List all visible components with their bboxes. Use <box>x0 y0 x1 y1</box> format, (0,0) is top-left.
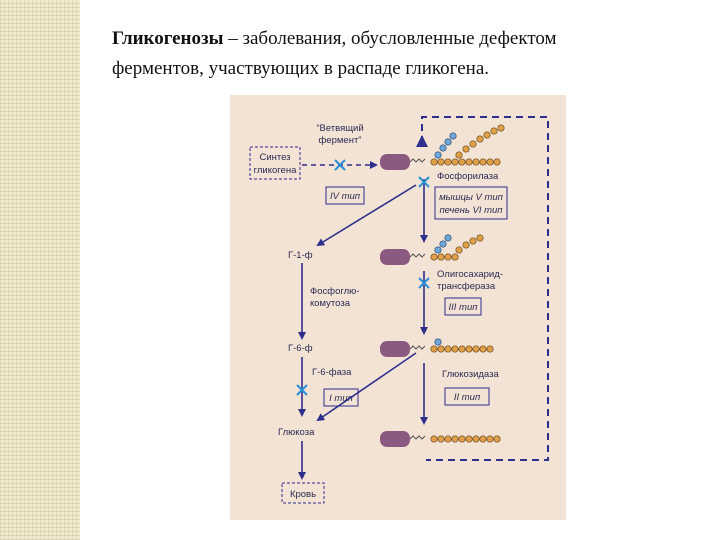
type-i-box <box>323 388 359 407</box>
recycle-loop-arrow <box>421 116 549 461</box>
branching-enzyme-label-1: “Ветвящий <box>316 123 363 134</box>
type-iii-label: III тип <box>449 302 479 313</box>
g6p-label: Г-6-ф <box>288 343 313 354</box>
phosphorylase-label: Фосфорилаза <box>437 171 499 182</box>
phosphoglucomutase-label-1: Фосфоглю- <box>310 286 359 297</box>
heading-definition: – заболевания, обусловленные дефектом фе… <box>112 28 557 79</box>
glucosidase-label: Глюкозидаза <box>442 369 499 380</box>
type-iv-box <box>325 186 365 205</box>
heading-term: Гликогенозы <box>112 28 224 49</box>
block-cross-phosphorylase <box>418 176 430 188</box>
branching-enzyme-label-2: фермент” <box>319 135 362 146</box>
synthesis-label-2: гликогена <box>254 165 297 176</box>
slide-heading: Гликогенозы – заболевания, обусловленные… <box>112 24 612 84</box>
type-ii-label: II тип <box>454 392 481 403</box>
glycogen-molecule-3 <box>380 338 494 357</box>
diagram-svg: Синтез гликогена “Ветвящий фермент” IV т… <box>249 116 549 504</box>
g1p-arrow <box>316 184 417 247</box>
muscle-type-v-label: мышцы V тип <box>439 192 504 203</box>
glycogen-molecule-1 <box>380 124 505 170</box>
phosphoglucomutase-label-2: комутоза <box>310 298 351 309</box>
liver-type-vi-label: печень VI тип <box>439 205 503 216</box>
blood-box <box>281 482 325 504</box>
block-cross-g6phosphatase <box>296 384 308 396</box>
glycogen-metabolism-diagram: Синтез гликогена “Ветвящий фермент” IV т… <box>230 95 566 520</box>
type-iv-label: IV тип <box>330 191 361 202</box>
type-iii-box <box>444 297 482 316</box>
transferase-label-2: трансфераза <box>437 281 496 292</box>
glucose-label: Глюкоза <box>278 427 315 438</box>
type-i-label: I тип <box>329 393 353 404</box>
g6phosphatase-label: Г-6-фаза <box>312 367 352 378</box>
g1p-label: Г-1-ф <box>288 250 313 261</box>
block-cross-iv <box>334 159 346 171</box>
type-v-vi-box <box>434 186 508 220</box>
synthesis-label-1: Синтез <box>259 152 290 163</box>
type-ii-box <box>444 387 490 406</box>
transferase-label-1: Олигосахарид- <box>437 269 503 280</box>
blood-label: Кровь <box>290 489 316 500</box>
glycogen-molecule-2 <box>380 234 484 265</box>
synthesis-box <box>249 146 301 180</box>
block-cross-transferase <box>418 277 430 289</box>
glycogen-molecule-4 <box>380 431 501 447</box>
decorative-side-strip <box>0 0 80 540</box>
glucosidase-to-glucose-arrow <box>316 352 417 422</box>
